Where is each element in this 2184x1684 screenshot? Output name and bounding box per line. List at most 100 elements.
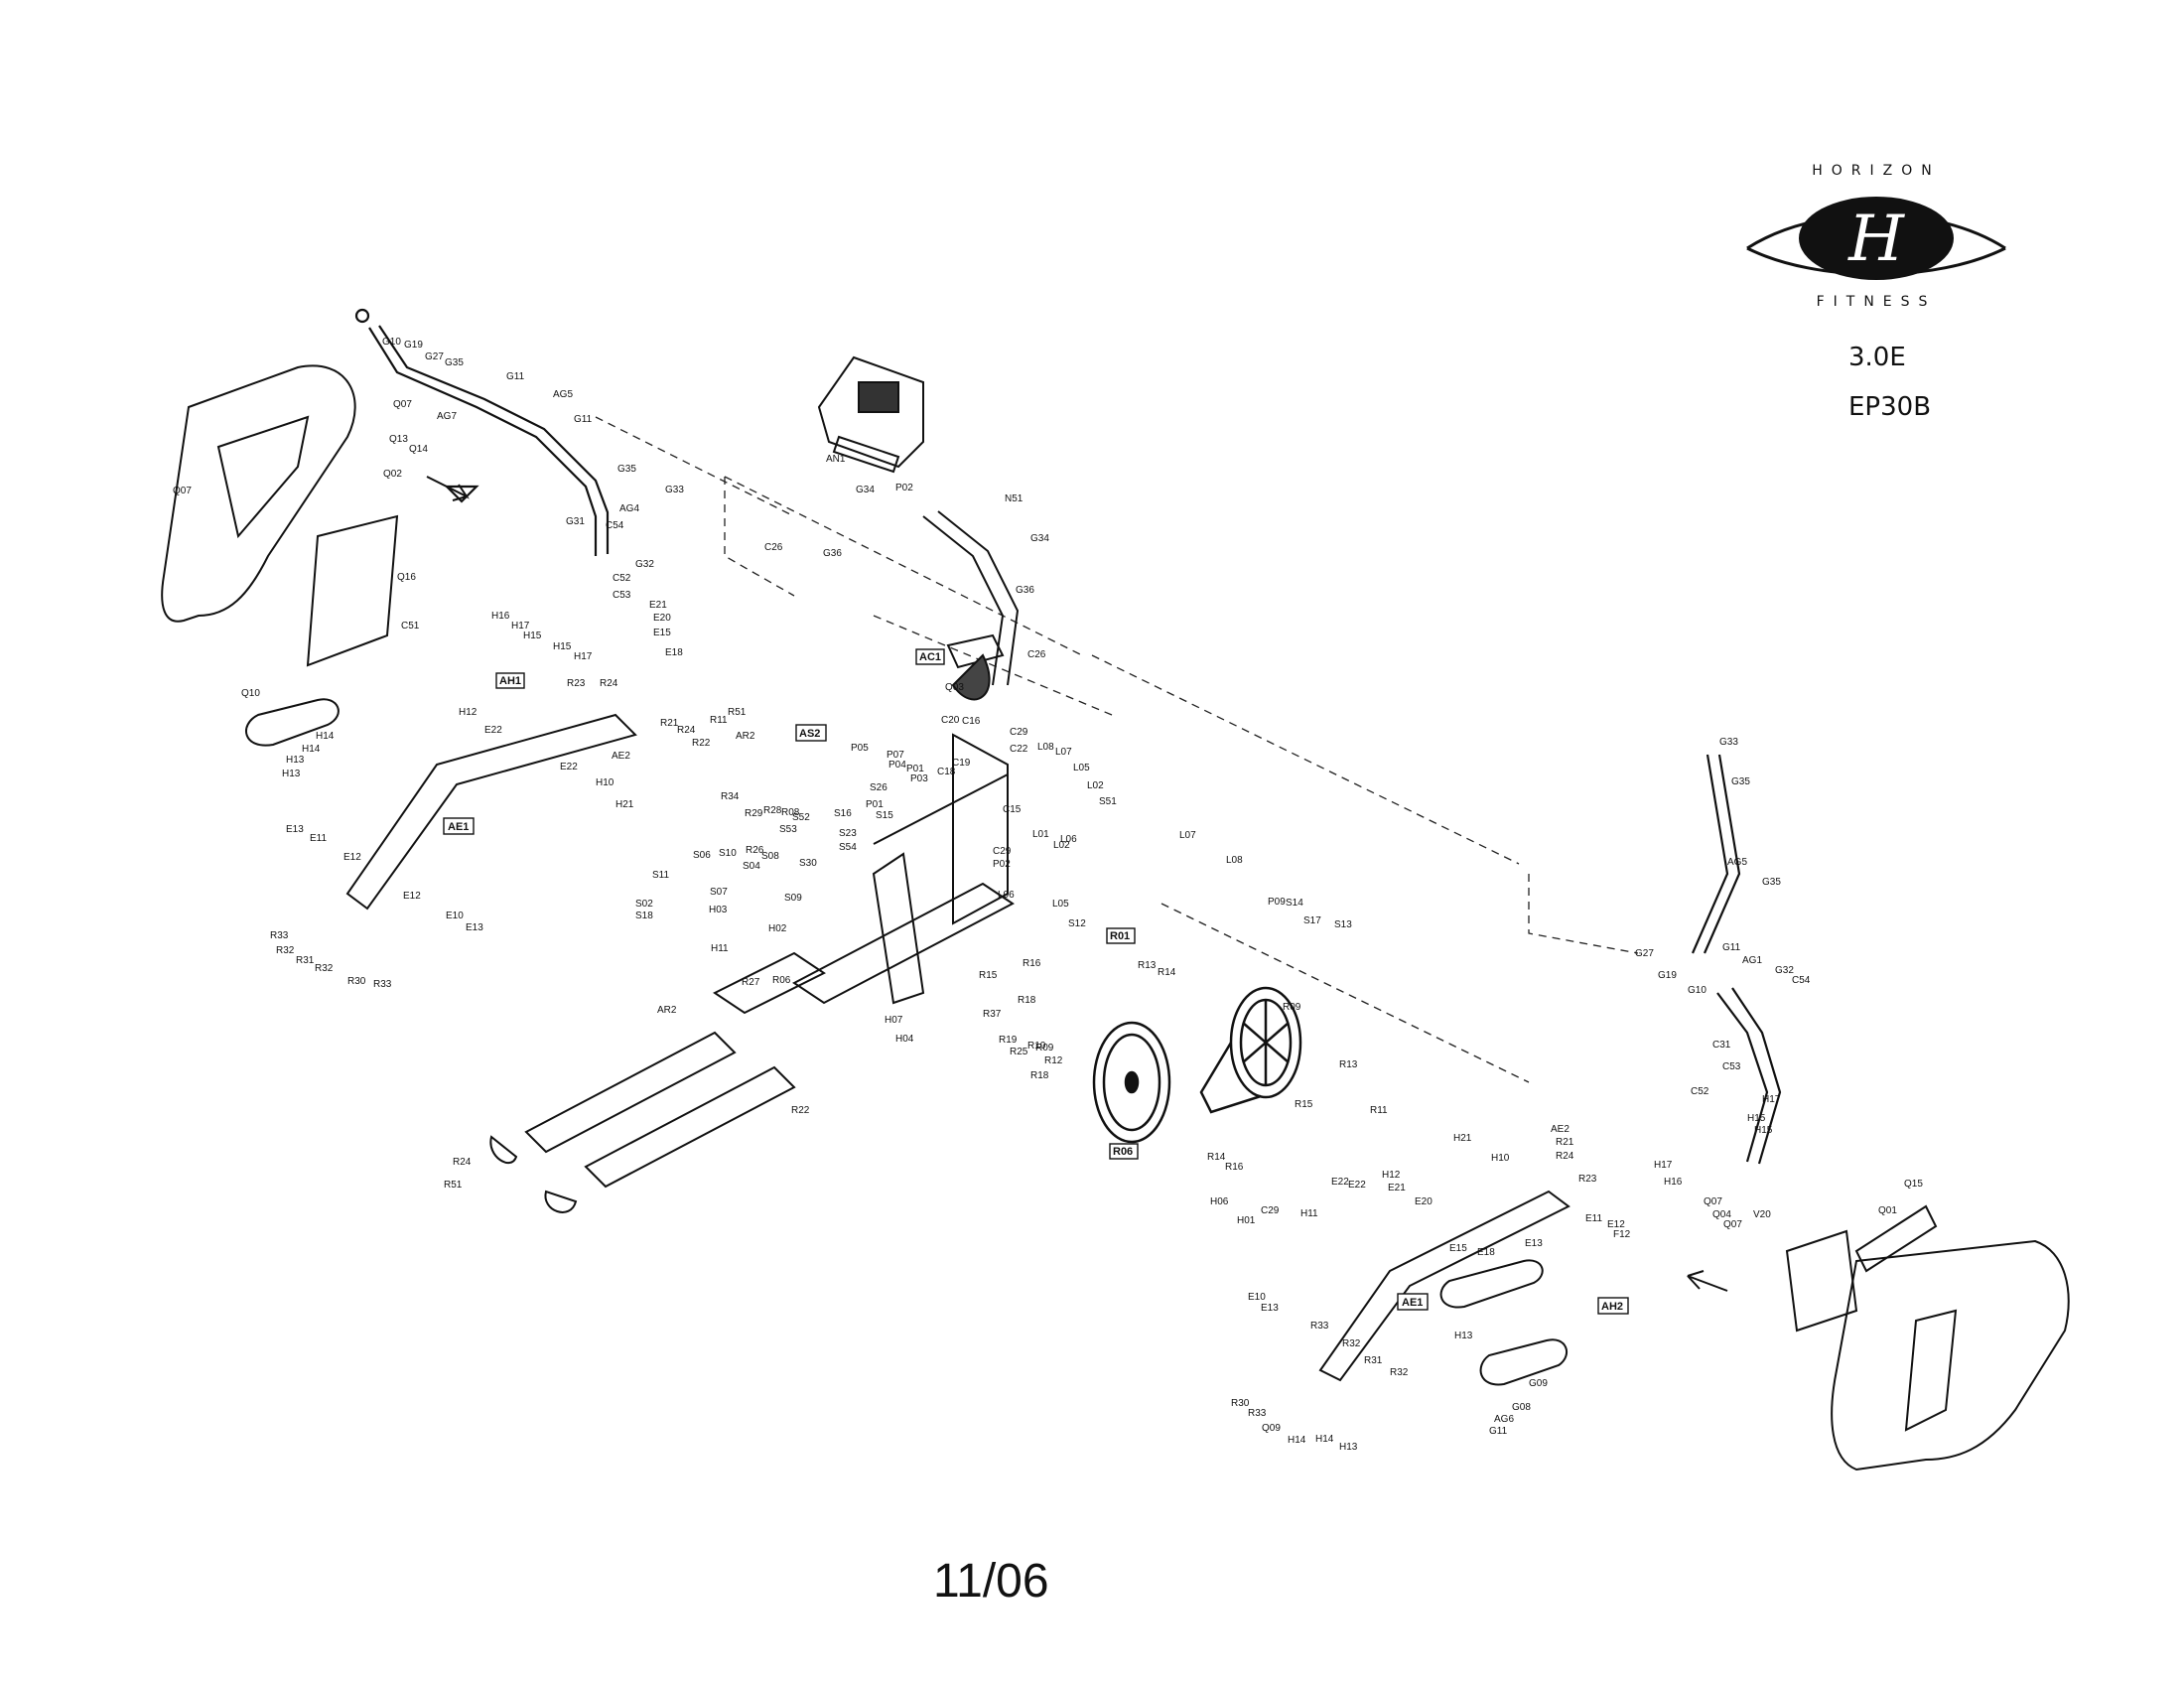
part-label: S23 [839,828,857,839]
part-label: Q09 [1262,1423,1281,1434]
part-label: R06 [772,975,791,986]
part-label: P01 [866,799,884,810]
left-side-cover [161,364,399,667]
part-label: C19 [952,758,971,769]
part-label: G36 [1016,585,1034,596]
part-label: C29 [1010,727,1028,738]
part-label: L01 [1032,829,1049,840]
part-label: C53 [1722,1061,1741,1072]
part-label: R21 [1556,1137,1574,1148]
part-label: R32 [1390,1367,1409,1378]
part-label: P05 [851,743,869,754]
part-label: R33 [1310,1321,1329,1332]
part-label: E20 [653,613,671,624]
part-label: G32 [1775,965,1794,976]
part-label: G08 [1512,1402,1531,1413]
part-label: S30 [799,858,817,869]
part-label: C22 [1010,744,1028,755]
console [817,355,924,474]
part-label: G33 [665,485,684,495]
assembly-guide-lines [595,416,1639,1083]
part-label: G33 [1719,737,1738,748]
part-label: Q07 [1723,1219,1742,1230]
part-label: R09 [1035,1043,1054,1053]
part-label: S14 [1286,898,1303,909]
part-label: E12 [403,891,421,902]
part-label: H07 [885,1015,903,1026]
part-label: Q07 [1704,1196,1722,1207]
part-label: C20 [941,715,960,726]
part-label: R24 [453,1157,472,1168]
part-label: H04 [895,1034,914,1045]
drive-pulley [1199,986,1302,1114]
part-label: Q16 [397,572,416,583]
part-label: S12 [1068,918,1086,929]
part-label: H14 [316,731,335,742]
part-label: R23 [567,678,586,689]
part-label: R18 [1018,995,1036,1006]
part-label: Q10 [241,688,260,699]
part-label: H14 [1288,1435,1306,1446]
part-label: H10 [1491,1153,1510,1164]
part-label: E15 [1449,1243,1467,1254]
part-label: S53 [779,824,797,835]
part-label: AR2 [657,1005,677,1016]
motion-arrow-left [426,476,470,501]
part-label: H11 [1300,1208,1318,1219]
part-label: E20 [1415,1196,1433,1207]
part-label: R19 [999,1035,1018,1046]
footer-date: 11/06 [933,1555,1049,1608]
callout-ae1-left: AE1 [443,817,475,835]
svg-text:AE1: AE1 [448,821,469,833]
part-label: V20 [1753,1209,1771,1220]
part-label: P09 [1268,897,1286,908]
part-label: H01 [1237,1215,1256,1226]
part-label: C52 [1691,1086,1709,1097]
part-label: E21 [649,600,667,611]
part-label: E13 [286,824,304,835]
part-label: H14 [1315,1434,1334,1445]
part-label: R51 [728,707,747,718]
part-label: Q15 [1904,1179,1923,1190]
right-handle-arm [1691,754,1782,1165]
part-label: E22 [560,762,578,772]
left-handle-arm [354,308,610,556]
part-label: AG7 [437,411,457,422]
part-label: L06 [998,890,1015,901]
part-label: R11 [710,715,728,726]
part-label: G11 [574,414,593,425]
part-label: R30 [1231,1398,1250,1409]
part-label: S54 [839,842,857,853]
part-label: P02 [895,483,913,493]
part-label: L02 [1087,780,1104,791]
part-label: G19 [404,340,423,351]
part-label: R33 [270,930,289,941]
part-label: G32 [635,559,654,570]
part-label: H21 [1453,1133,1472,1144]
part-label: E13 [1525,1238,1543,1249]
part-label: AE2 [1551,1124,1570,1135]
part-label: S52 [792,812,810,823]
part-label: G27 [1635,948,1654,959]
part-label: R32 [276,945,295,956]
part-label: R12 [1044,1055,1063,1066]
part-label: Q07 [173,486,192,496]
part-label: E13 [1261,1303,1279,1314]
part-label: L07 [1179,830,1196,841]
model-code: EP30B [1848,392,1932,422]
part-label: AE2 [612,751,630,762]
part-label: S04 [743,861,760,872]
part-label: H06 [1210,1196,1229,1207]
part-label: C18 [937,767,956,777]
part-label: S08 [761,851,779,862]
part-label: S11 [652,870,669,881]
part-label: G35 [1731,776,1750,787]
flywheel [1092,1021,1171,1144]
part-label: AG6 [1494,1414,1514,1425]
part-label: R13 [1339,1059,1358,1070]
pedal-arms [245,698,1570,1386]
part-label: H14 [302,744,321,755]
part-label: H15 [553,641,572,652]
part-label: G27 [425,351,444,362]
part-label: H16 [491,611,510,622]
